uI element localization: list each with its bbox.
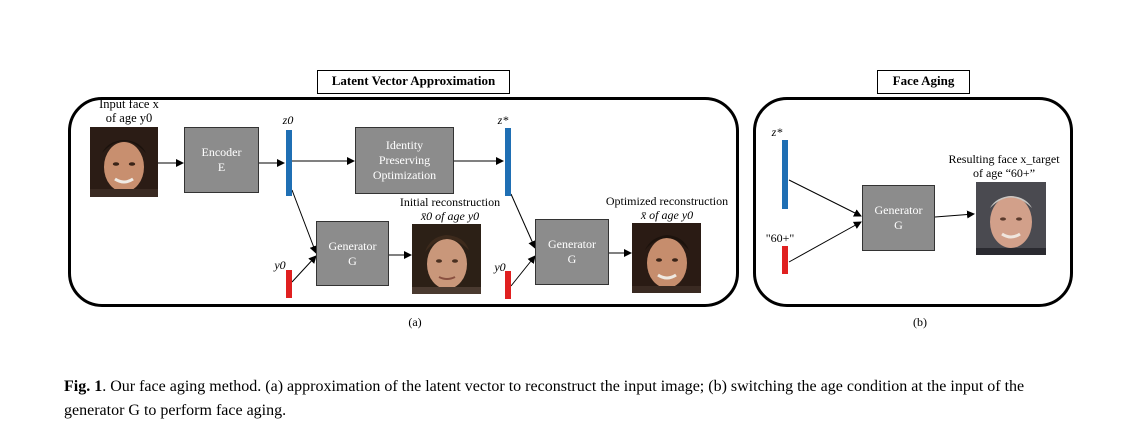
panel-b-title: Face Aging xyxy=(877,70,970,94)
optimized-recon-line2: x̄ of age y0 xyxy=(640,208,694,222)
caption-prefix: Fig. 1 xyxy=(64,378,103,395)
y0-condition-bar-2 xyxy=(505,271,511,299)
optimized-recon-line1: Optimized reconstruction xyxy=(605,194,729,208)
generator1-label-line2: G xyxy=(348,253,357,268)
panel-b-frame xyxy=(753,97,1073,307)
ipo-label-line1: Identity xyxy=(385,138,424,152)
input-face-label: Input face x of age y0 xyxy=(88,97,170,125)
initial-reconstruction-label: Initial reconstruction x̄0 of age y0 xyxy=(386,195,514,223)
resulting-face-line1: Resulting face x_target xyxy=(948,152,1060,166)
encoder-box: Encoder E xyxy=(184,127,259,193)
encoder-label-line1: Encoder xyxy=(201,145,242,159)
caption-text: . Our face aging method. (a) approximati… xyxy=(64,378,1025,419)
z0-latent-bar xyxy=(286,130,292,196)
ipo-label-line2: Preserving xyxy=(378,153,431,167)
panel-a-sublabel: (a) xyxy=(408,315,422,329)
age-condition-label: "60+" xyxy=(765,231,795,245)
initial-reconstruction-image xyxy=(412,224,481,294)
y0-condition-bar-1 xyxy=(286,270,292,298)
zstar-label-a: z* xyxy=(497,113,509,127)
optimized-reconstruction-image xyxy=(632,223,701,293)
identity-preserving-optimization-box: Identity Preserving Optimization xyxy=(355,127,454,194)
generator-box-2: Generator G xyxy=(535,219,609,285)
optimized-reconstruction-label: Optimized reconstruction x̄ of age y0 xyxy=(597,194,737,222)
encoder-label-line2: E xyxy=(217,160,226,174)
input-face-label-line2: of age y0 xyxy=(105,111,153,125)
zstar-latent-bar-a xyxy=(505,128,511,196)
generator2-label-line1: Generator xyxy=(548,237,596,251)
generator-box-1: Generator G xyxy=(316,221,389,286)
zstar-label-b: z* xyxy=(771,125,783,139)
age-condition-bar xyxy=(782,246,788,274)
resulting-face-line2: of age “60+” xyxy=(972,166,1036,180)
generator-b-label-line1: Generator xyxy=(874,203,923,217)
initial-recon-line2: x̄0 of age y0 xyxy=(420,209,480,223)
ipo-label-line3: Optimization xyxy=(372,168,437,182)
panel-b-sublabel: (b) xyxy=(913,315,927,329)
generator-b-label-line2: G xyxy=(894,218,903,232)
panel-a-title: Latent Vector Approximation xyxy=(317,70,510,94)
generator2-label-line2: G xyxy=(567,252,577,266)
y0-label-1: y0 xyxy=(274,258,286,272)
aged-face-image xyxy=(976,182,1046,255)
generator-box-b: Generator G xyxy=(862,185,935,251)
panel-a-frame xyxy=(68,97,739,307)
zstar-latent-bar-b xyxy=(782,140,788,209)
resulting-face-label: Resulting face x_target of age “60+” xyxy=(948,152,1060,180)
figure-caption: Fig. 1. Our face aging method. (a) appro… xyxy=(64,375,1084,423)
y0-label-2: y0 xyxy=(494,260,506,274)
generator1-label-line1: Generator xyxy=(328,238,377,253)
initial-recon-line1: Initial reconstruction xyxy=(399,195,501,209)
z0-label: z0 xyxy=(282,113,294,127)
input-face-label-line1: Input face x xyxy=(99,97,159,111)
input-face-image xyxy=(90,127,158,197)
